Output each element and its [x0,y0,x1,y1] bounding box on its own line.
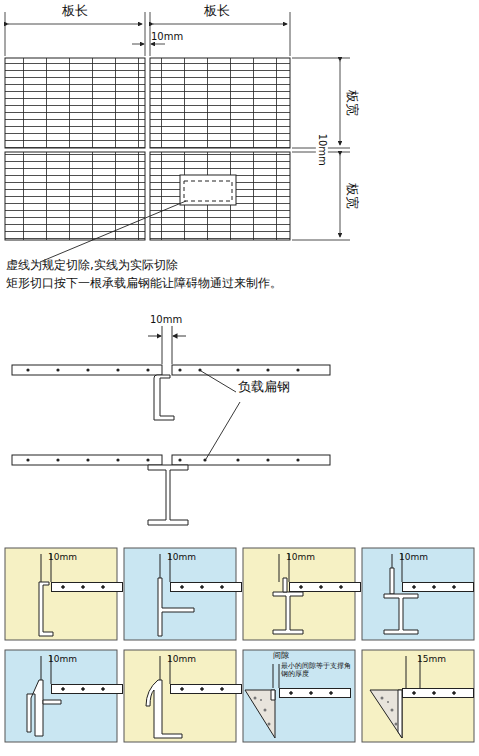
dimension-label: 10mm [48,654,77,664]
dimension-label: 板长 [204,4,230,19]
dimension-label: 10mm [167,654,196,664]
note-text: 虚线为规定切除,实线为实际切除 [6,259,178,273]
dimension-label: 15mm [417,654,446,664]
dimension-label: 10mm [167,552,196,562]
dimension-label: 10mm [286,552,315,562]
dimension-label: 板长 [62,4,88,19]
note-text: 最小的间隙等于支撑角钢的厚度 [281,662,351,678]
dimension-label: 10mm [316,134,328,166]
part-name: 负载扁钢 [238,380,290,395]
note-text: 矩形切口按下一根承载扁钢能让障碍物通过来制作。 [6,277,282,291]
dimension-label: 10mm [399,552,428,562]
dimension-label: 板宽 [345,183,360,209]
dimension-label: 板宽 [345,90,360,116]
dimension-label: 10mm [48,552,77,562]
dimension-label: 10mm [150,314,182,326]
dimension-label: 10mm [151,31,183,43]
gap-label: 间隙 [273,651,289,660]
